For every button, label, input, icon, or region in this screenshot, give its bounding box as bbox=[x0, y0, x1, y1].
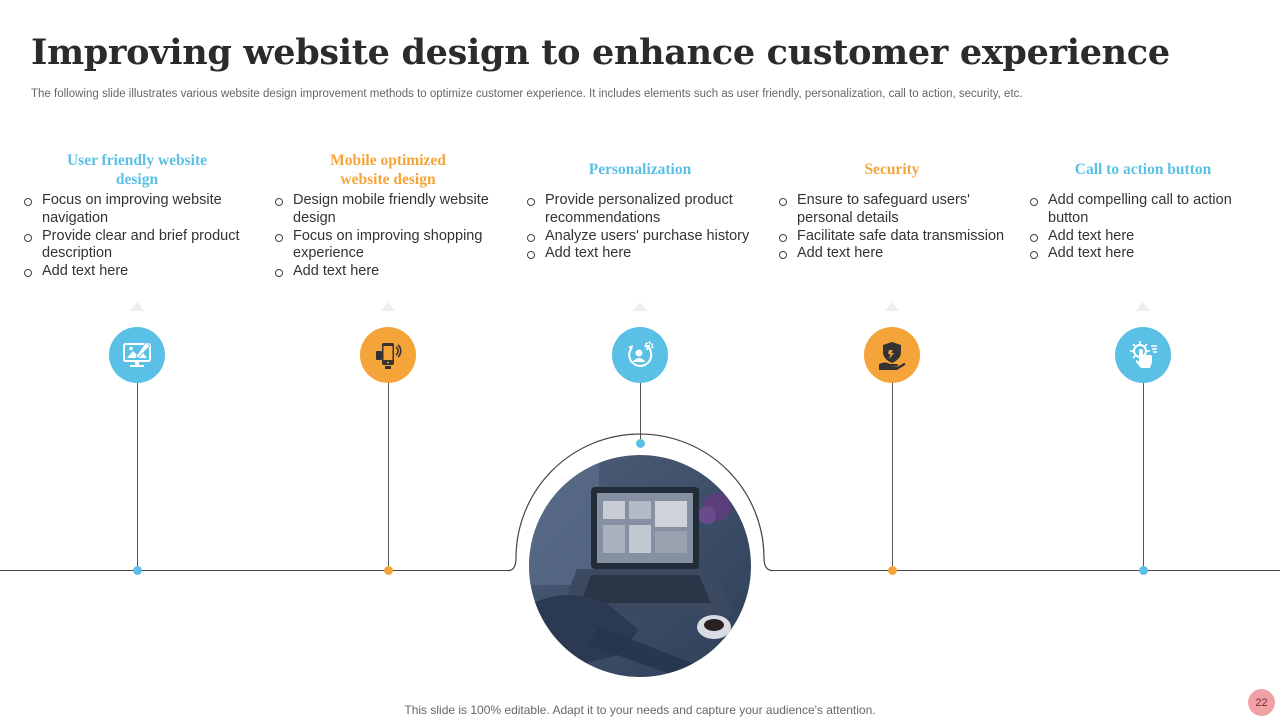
mobile-phone-icon bbox=[360, 327, 416, 383]
footer-note: This slide is 100% editable. Adapt it to… bbox=[404, 703, 876, 717]
slide-subtitle: The following slide illustrates various … bbox=[31, 88, 1023, 100]
monitor-image-icon bbox=[109, 327, 165, 383]
laptop-photo bbox=[529, 455, 751, 677]
click-hand-icon bbox=[1115, 327, 1171, 383]
column-heading: Call to action button bbox=[1074, 161, 1212, 179]
bullet-item: Provide clear and brief product descript… bbox=[22, 228, 252, 264]
bullet-item: Add text here bbox=[1028, 228, 1258, 246]
pointer-triangle bbox=[381, 302, 395, 311]
bullet-item: Focus on improving shopping experience bbox=[273, 228, 503, 264]
bullet-item: Focus on improving website navigation bbox=[22, 192, 252, 228]
column-personalization: Personalization Provide personalized pro… bbox=[525, 150, 755, 263]
bullet-list: Provide personalized product recommendat… bbox=[525, 192, 755, 263]
column-heading: User friendly website design bbox=[66, 151, 208, 189]
bullet-list: Focus on improving website navigation Pr… bbox=[22, 192, 252, 281]
timeline-dot bbox=[132, 566, 142, 575]
arc-top-dot bbox=[635, 439, 645, 448]
user-gear-icon bbox=[612, 327, 668, 383]
column-heading: Mobile optimized website design bbox=[330, 151, 446, 189]
column-security: Security Ensure to safeguard users' pers… bbox=[777, 150, 1007, 263]
bullet-item: Design mobile friendly website design bbox=[273, 192, 503, 228]
connector-line bbox=[891, 383, 893, 570]
page-number-badge: 22 bbox=[1248, 689, 1275, 716]
slide-title: Improving website design to enhance cust… bbox=[31, 32, 1170, 73]
bullet-item: Add text here bbox=[777, 245, 1007, 263]
timeline-line-left bbox=[0, 570, 508, 572]
column-user-friendly: User friendly website design Focus on im… bbox=[22, 150, 252, 281]
timeline-dot bbox=[383, 566, 393, 575]
pointer-triangle bbox=[130, 302, 144, 311]
connector-line bbox=[1142, 383, 1144, 570]
timeline-dot bbox=[1138, 566, 1148, 575]
bullet-item: Add text here bbox=[1028, 245, 1258, 263]
connector-line bbox=[639, 383, 641, 443]
timeline-line-right bbox=[773, 570, 1280, 572]
bullet-item: Ensure to safeguard users' personal deta… bbox=[777, 192, 1007, 228]
bullet-item: Add text here bbox=[22, 263, 252, 281]
bullet-list: Add compelling call to action button Add… bbox=[1028, 192, 1258, 263]
bullet-list: Design mobile friendly website design Fo… bbox=[273, 192, 503, 281]
bullet-item: Add text here bbox=[273, 263, 503, 281]
column-heading: Security bbox=[864, 161, 920, 179]
bullet-list: Ensure to safeguard users' personal deta… bbox=[777, 192, 1007, 263]
bullet-item: Provide personalized product recommendat… bbox=[525, 192, 755, 228]
bullet-item: Add text here bbox=[525, 245, 755, 263]
pointer-triangle bbox=[633, 302, 647, 311]
bullet-item: Add compelling call to action button bbox=[1028, 192, 1258, 228]
timeline-arc bbox=[507, 433, 774, 572]
connector-line bbox=[136, 383, 138, 570]
shield-hand-icon bbox=[864, 327, 920, 383]
column-call-to-action: Call to action button Add compelling cal… bbox=[1028, 150, 1258, 263]
bullet-item: Facilitate safe data transmission bbox=[777, 228, 1007, 246]
column-mobile-optimized: Mobile optimized website design Design m… bbox=[273, 150, 503, 281]
timeline-dot bbox=[887, 566, 897, 575]
pointer-triangle bbox=[1136, 302, 1150, 311]
bullet-item: Analyze users' purchase history bbox=[525, 228, 755, 246]
column-heading: Personalization bbox=[588, 161, 692, 179]
pointer-triangle bbox=[885, 302, 899, 311]
connector-line bbox=[387, 383, 389, 570]
